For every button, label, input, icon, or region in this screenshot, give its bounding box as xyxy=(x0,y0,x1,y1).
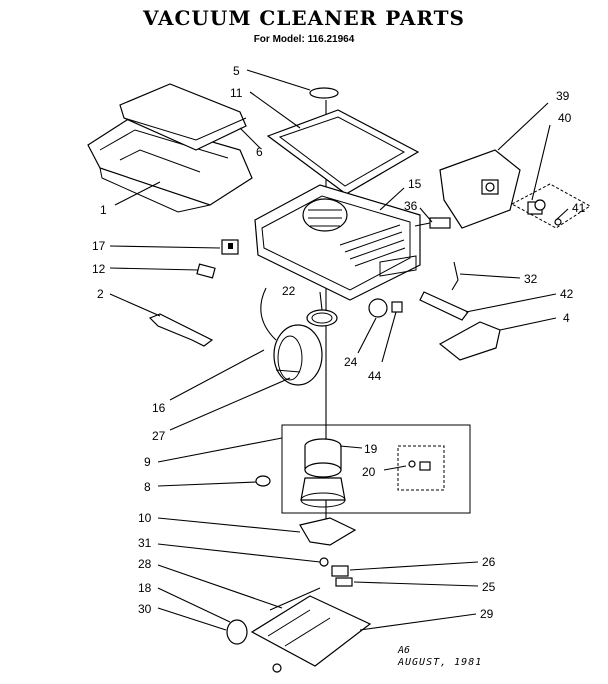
callout-4: 4 xyxy=(563,311,570,325)
callout-24: 24 xyxy=(344,355,358,369)
diagram-title: VACUUM CLEANER PARTS xyxy=(143,6,465,30)
callout-6: 6 xyxy=(256,145,263,159)
callout-19: 19 xyxy=(364,442,378,456)
callout-15: 15 xyxy=(408,177,422,191)
callout-11: 11 xyxy=(230,86,243,100)
callout-42: 42 xyxy=(560,287,574,301)
part-27-motor xyxy=(273,324,323,386)
callout-30: 30 xyxy=(138,602,152,616)
callout-41: 41 xyxy=(572,201,586,215)
part-9-assembly-box xyxy=(281,424,471,514)
part-39-handle-bracket xyxy=(439,149,521,229)
part-25-clip xyxy=(335,577,353,587)
callout-10: 10 xyxy=(138,511,152,525)
leader-lines xyxy=(109,69,569,631)
part-11-gasket-frame xyxy=(266,109,420,195)
part-12-button xyxy=(196,263,216,279)
callout-27: 27 xyxy=(152,429,166,443)
part-16-power-cord xyxy=(260,287,277,341)
callout-32: 32 xyxy=(524,272,538,286)
callout-39: 39 xyxy=(556,89,570,103)
part-31-screw xyxy=(319,557,329,567)
callout-20: 20 xyxy=(362,465,376,479)
callout-12: 12 xyxy=(92,262,106,276)
callout-29: 29 xyxy=(480,607,494,621)
callout-28: 28 xyxy=(138,557,152,571)
part-4-handle xyxy=(438,321,501,361)
part-19-fan-motor xyxy=(300,438,346,508)
callout-1: 1 xyxy=(100,203,107,217)
callout-16: 16 xyxy=(152,401,166,415)
part-44-clip xyxy=(391,301,403,313)
part-18-screw xyxy=(272,663,282,673)
callout-26: 26 xyxy=(482,555,496,569)
part-32-hook xyxy=(451,261,459,291)
callout-9: 9 xyxy=(144,455,151,469)
callout-36: 36 xyxy=(404,199,418,213)
callout-17: 17 xyxy=(92,239,106,253)
part-2-bracket xyxy=(148,313,214,347)
callout-40: 40 xyxy=(558,111,572,125)
callout-2: 2 xyxy=(97,287,104,301)
part-29-base-plate xyxy=(250,595,372,667)
part-40-41-latch-box xyxy=(510,183,591,229)
callout-44: 44 xyxy=(368,369,382,383)
callout-5: 5 xyxy=(233,64,240,78)
part-5-filter-disk xyxy=(309,87,339,99)
callout-25: 25 xyxy=(482,580,496,594)
part-26-clip xyxy=(331,565,349,577)
callout-22: 22 xyxy=(282,284,296,298)
model-number: For Model: 116.21964 xyxy=(253,34,355,45)
part-8-brush xyxy=(255,475,271,487)
callout-labels: 5 11 6 1 15 36 39 40 41 17 12 2 22 32 42… xyxy=(92,64,586,621)
callout-8: 8 xyxy=(144,480,151,494)
part-36-cord-connector xyxy=(414,217,451,229)
footer-date: AUGUST, 1981 xyxy=(398,657,483,668)
part-17-switch xyxy=(221,239,239,255)
part-42-cord-strip xyxy=(419,291,469,321)
part-24-wheel xyxy=(368,298,388,318)
footer-code: A6 xyxy=(398,645,411,656)
part-30-wheel xyxy=(226,619,248,645)
callout-31: 31 xyxy=(138,536,152,550)
part-15-main-housing xyxy=(254,184,421,301)
callout-18: 18 xyxy=(138,581,152,595)
part-6-top-cover xyxy=(119,83,247,151)
part-10-impeller xyxy=(299,517,357,546)
